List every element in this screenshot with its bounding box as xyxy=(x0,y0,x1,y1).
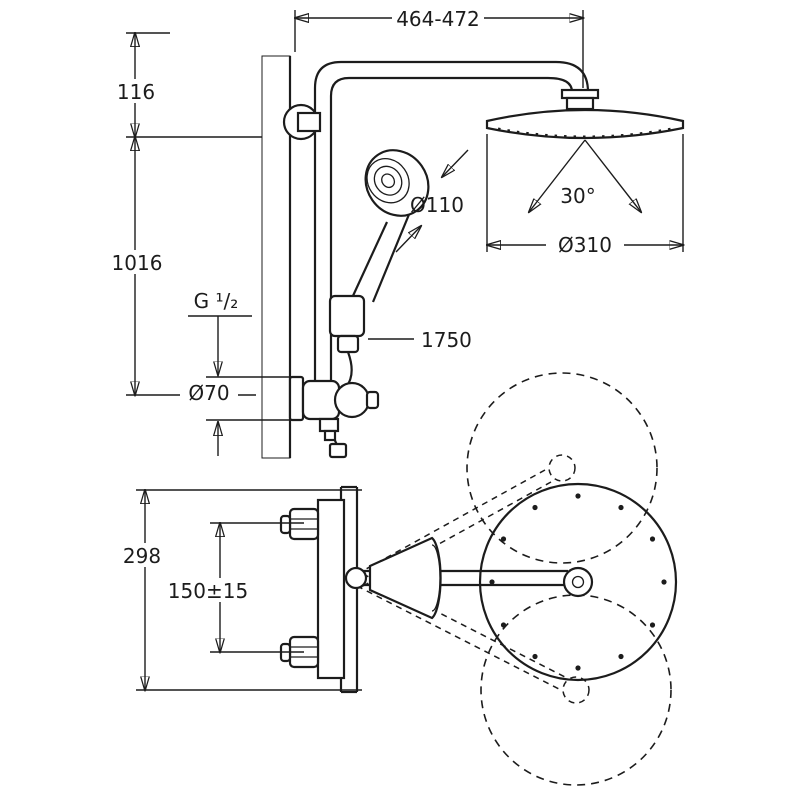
hand-shower-holder xyxy=(328,294,366,338)
dim-top-width: 464-472 xyxy=(295,6,583,88)
dim-dia110-label: Ø110 xyxy=(410,193,464,217)
wall-bracket xyxy=(282,103,322,141)
dim-dia310-label: Ø310 xyxy=(558,233,612,257)
valve-escutcheon xyxy=(288,375,305,422)
thermostat-valve-front-view xyxy=(279,498,346,680)
valve-handle xyxy=(333,381,371,419)
angle-30-label: 30° xyxy=(560,184,595,208)
head-shower-fitting xyxy=(560,88,600,111)
spray-angle-30: 30° xyxy=(529,139,641,212)
head-shower-hub xyxy=(562,566,594,598)
hand-shower-handle xyxy=(371,211,412,303)
dim-1016-label: 1016 xyxy=(112,251,163,275)
hand-shower-head xyxy=(364,149,430,217)
dim-dia70-label: Ø70 xyxy=(188,381,229,405)
thermostat-valve-side-view xyxy=(288,375,380,442)
valve-body-front xyxy=(316,498,346,680)
label-thread-g12: G ¹/₂ xyxy=(188,289,252,375)
dim-116-label: 116 xyxy=(117,80,155,104)
hand-shower xyxy=(327,149,430,459)
hose-1750-label: 1750 xyxy=(421,328,472,352)
dim-dia70: Ø70 xyxy=(180,376,299,456)
dim-dia310: Ø310 xyxy=(487,134,683,257)
hand-shower-front-view xyxy=(368,536,442,620)
valve-top-handle xyxy=(288,507,320,541)
dim-1016: 1016 xyxy=(108,137,256,395)
head-shower-side-view xyxy=(485,108,685,140)
dim-dia110: Ø110 xyxy=(395,149,469,253)
arm-pivot xyxy=(344,566,368,590)
dim-298-label: 298 xyxy=(123,544,161,568)
label-hose-1750: 1750 xyxy=(368,328,472,352)
riser-pipe xyxy=(313,60,590,381)
dim-116: 116 xyxy=(112,33,262,137)
thread-g12-label: G ¹/₂ xyxy=(194,289,239,313)
head-shower-front-view xyxy=(478,482,678,682)
dim-298: 298 xyxy=(116,490,362,690)
valve-body xyxy=(301,379,341,421)
dim-150: 150±15 xyxy=(164,523,304,652)
dim-150-label: 150±15 xyxy=(168,579,248,603)
dim-top-width-label: 464-472 xyxy=(396,7,480,31)
